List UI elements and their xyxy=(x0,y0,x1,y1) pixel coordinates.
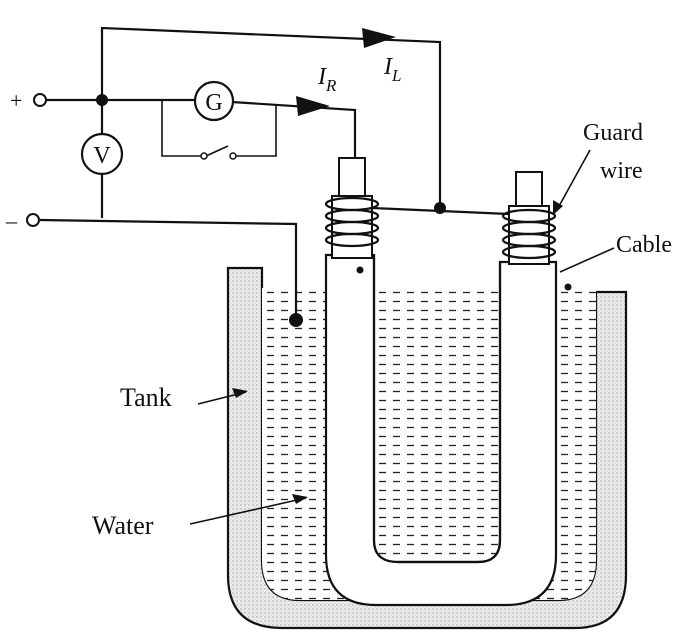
guard-pointer-arrow xyxy=(557,149,591,209)
il-current-label: IL xyxy=(383,54,401,85)
switch-blade xyxy=(205,145,229,157)
galvanometer-icon xyxy=(193,80,235,122)
negative-terminal xyxy=(26,213,40,227)
galvanometer-label: G xyxy=(205,90,222,116)
guard-current-wire xyxy=(100,26,442,208)
left-conductor-dot xyxy=(356,266,364,274)
guard-wire-label-line2: wire xyxy=(600,158,643,184)
negative-sign: – xyxy=(5,208,18,233)
voltmeter-label: V xyxy=(93,143,111,169)
guard-junction-dot xyxy=(434,202,446,214)
cable-pointer-arrow xyxy=(559,247,615,273)
ir-current-label: IR xyxy=(317,64,337,95)
test-current-wire xyxy=(231,100,357,158)
positive-sign: + xyxy=(10,88,22,113)
positive-terminal xyxy=(33,93,47,107)
left-guard-coil xyxy=(324,195,380,259)
arrow-right-icon xyxy=(296,96,330,116)
tank-label: Tank xyxy=(120,383,172,412)
junction-dot xyxy=(96,94,108,106)
cable-label: Cable xyxy=(616,232,672,258)
left-cable-terminal xyxy=(338,157,366,201)
right-conductor-dot xyxy=(564,283,572,291)
voltmeter-icon xyxy=(80,132,124,176)
water-label: Water xyxy=(92,511,154,540)
right-cable-terminal xyxy=(515,171,543,207)
right-guard-coil xyxy=(501,205,557,265)
switch-bypass xyxy=(161,100,277,157)
guard-wire-label-line1: Guard xyxy=(583,120,643,146)
water-inside-u xyxy=(376,288,498,560)
arrow-right-icon xyxy=(362,28,396,48)
water-pointer-arrow xyxy=(189,497,307,525)
tank-electrode-dot xyxy=(289,313,303,327)
negative-line xyxy=(39,218,298,318)
